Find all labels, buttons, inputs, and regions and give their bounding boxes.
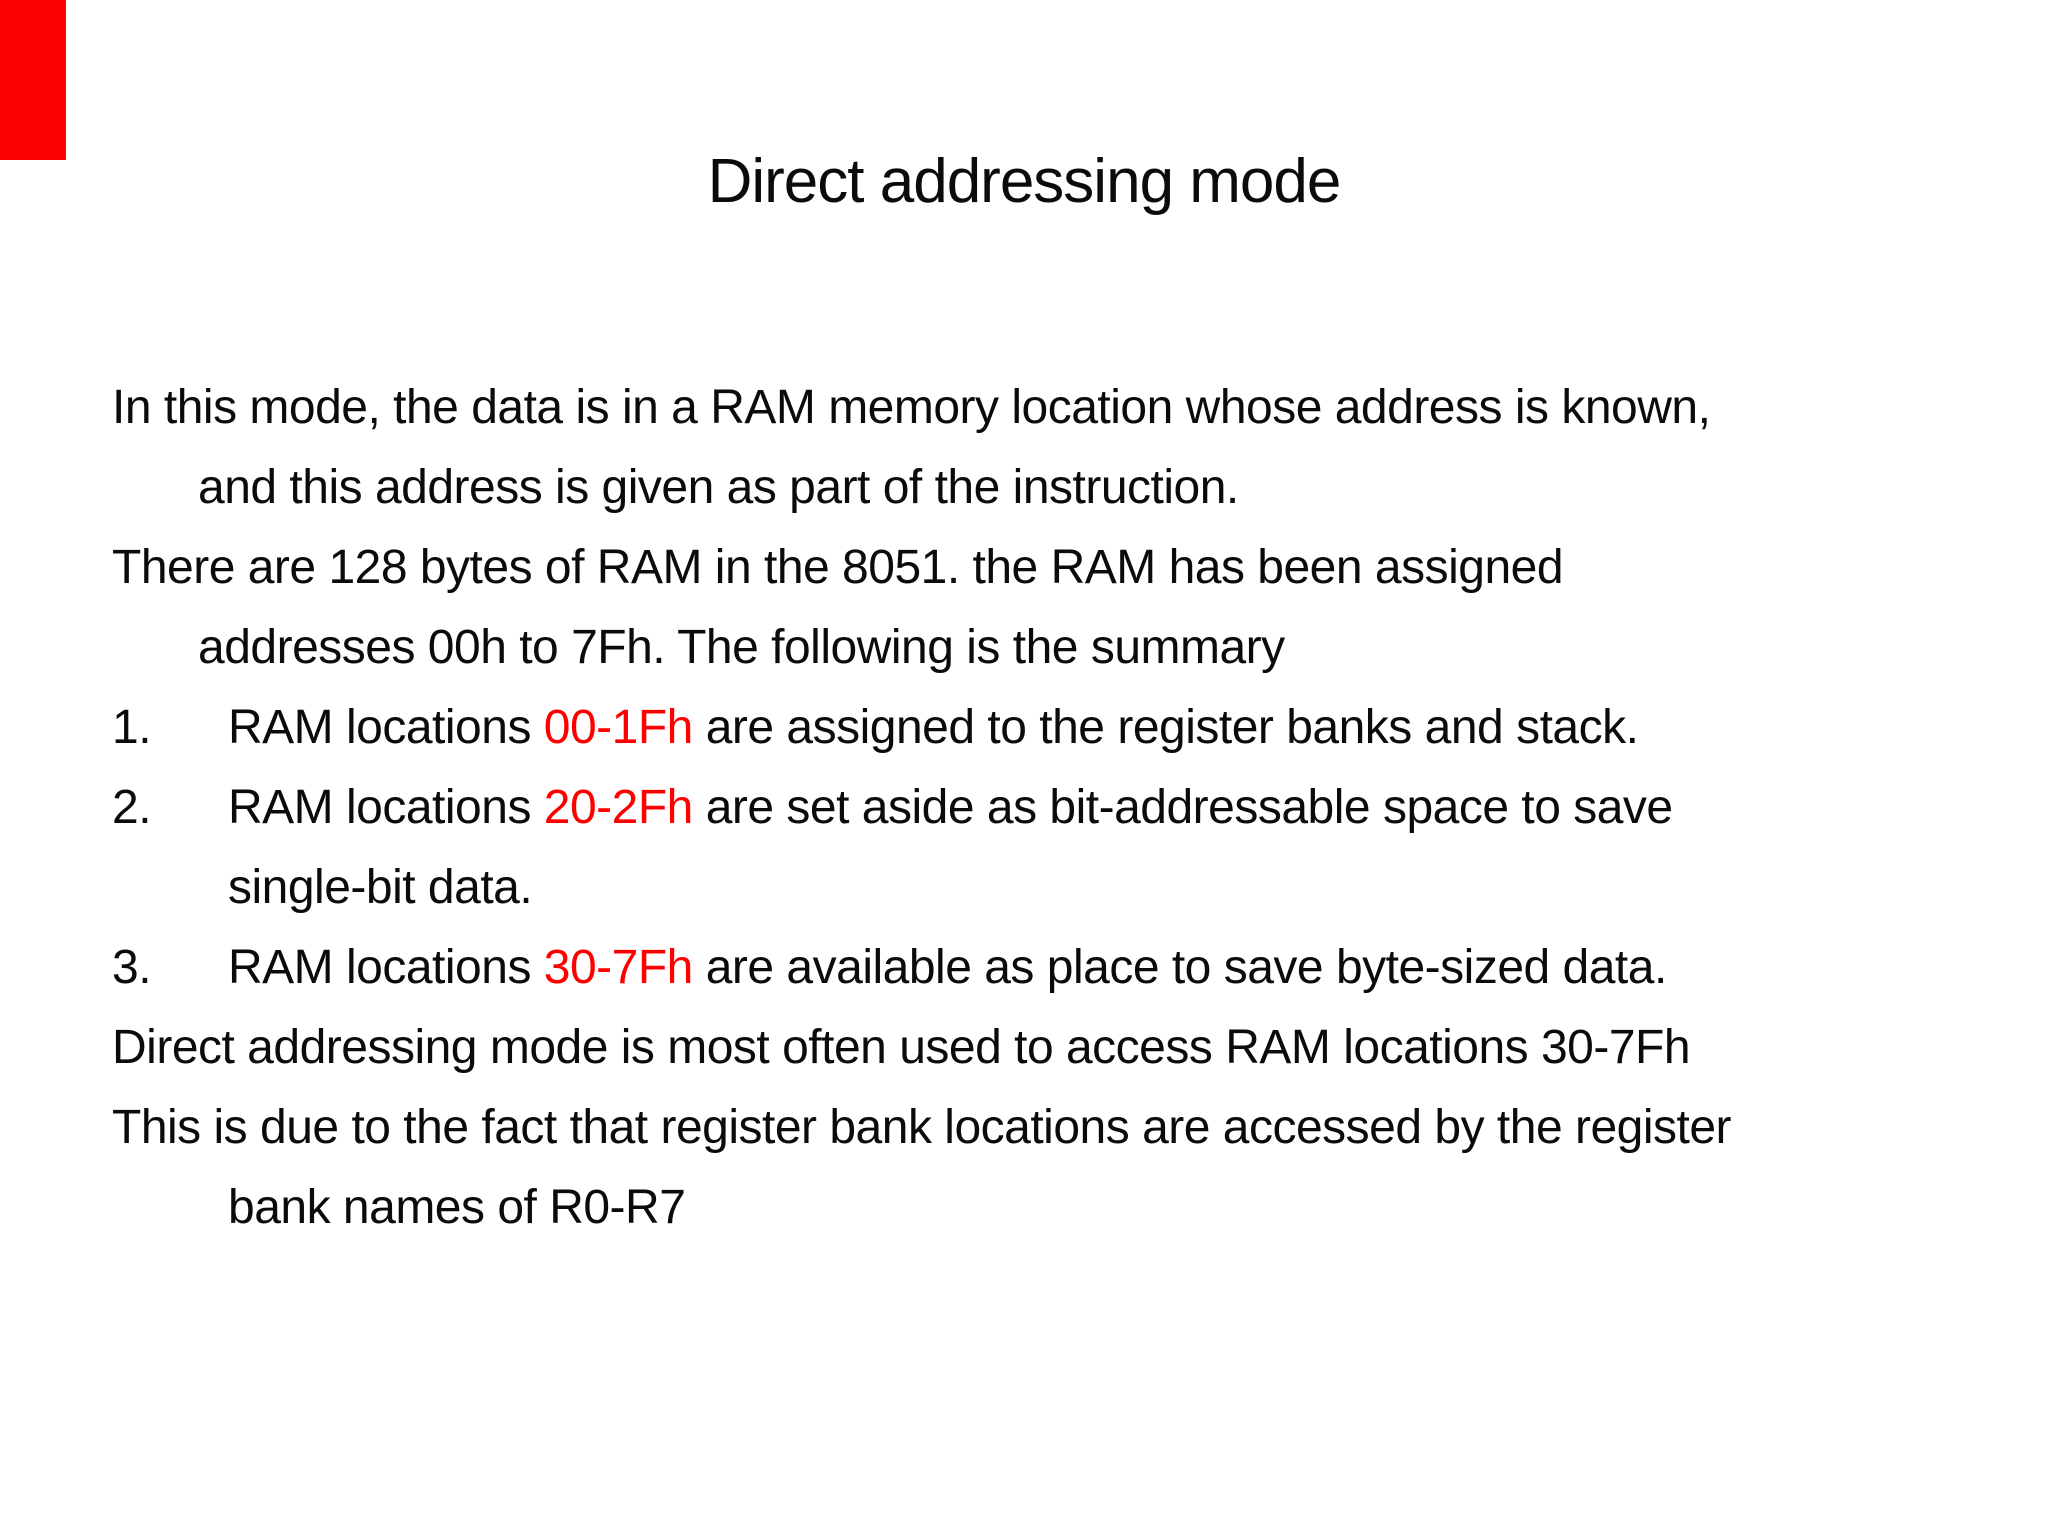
paragraph-2-line-2: addresses 00h to 7Fh. The following is t… <box>112 608 2008 688</box>
list-text: RAM locations 30-7Fh are available as pl… <box>228 941 1667 994</box>
body-text: are set aside as bit-addressable space t… <box>692 781 1673 834</box>
highlighted-range: 00-1Fh <box>543 701 694 754</box>
paragraph-4-line-1: This is due to the fact that register ba… <box>112 1088 2008 1168</box>
body-text: single-bit data. <box>228 861 533 914</box>
body-text: bank names of R0-R7 <box>228 1181 686 1234</box>
paragraph-4-line-2: bank names of R0-R7 <box>112 1168 2008 1248</box>
list-item-3: 3. RAM locations 30-7Fh are available as… <box>112 928 2008 1008</box>
paragraph-1-line-1: In this mode, the data is in a RAM memor… <box>112 368 2008 448</box>
list-text: RAM locations 20-2Fh are set aside as bi… <box>228 781 1673 834</box>
red-corner-marker <box>0 0 66 160</box>
body-text: RAM locations <box>228 941 544 994</box>
body-text: are available as place to save byte-size… <box>692 941 1668 994</box>
highlighted-range: 20-2Fh <box>543 781 694 834</box>
body-text: addresses 00h to 7Fh. The following is t… <box>198 621 1285 674</box>
body-text: Direct addressing mode is most often use… <box>112 1021 1691 1074</box>
list-item-2: 2. RAM locations 20-2Fh are set aside as… <box>112 768 2008 848</box>
slide-body: In this mode, the data is in a RAM memor… <box>112 368 2008 1248</box>
paragraph-2-line-1: There are 128 bytes of RAM in the 8051. … <box>112 528 2008 608</box>
list-item-2-continuation: single-bit data. <box>112 848 2008 928</box>
paragraph-3-line-1: Direct addressing mode is most often use… <box>112 1008 2008 1088</box>
list-item-1: 1. RAM locations 00-1Fh are assigned to … <box>112 688 2008 768</box>
body-text: are assigned to the register banks and s… <box>692 701 1639 754</box>
body-text: There are 128 bytes of RAM in the 8051. … <box>112 541 1564 594</box>
list-number: 1. <box>112 701 152 754</box>
highlighted-range: 30-7Fh <box>543 941 694 994</box>
list-text: RAM locations 00-1Fh are assigned to the… <box>228 701 1639 754</box>
list-number: 3. <box>112 941 152 994</box>
slide-title: Direct addressing mode <box>707 147 1342 216</box>
list-number: 2. <box>112 781 152 834</box>
body-text: and this address is given as part of the… <box>198 461 1239 514</box>
paragraph-1-line-2: and this address is given as part of the… <box>112 448 2008 528</box>
body-text: In this mode, the data is in a RAM memor… <box>112 381 1711 434</box>
body-text: RAM locations <box>228 701 544 754</box>
body-text: This is due to the fact that register ba… <box>112 1101 1732 1154</box>
body-text: RAM locations <box>228 781 544 834</box>
